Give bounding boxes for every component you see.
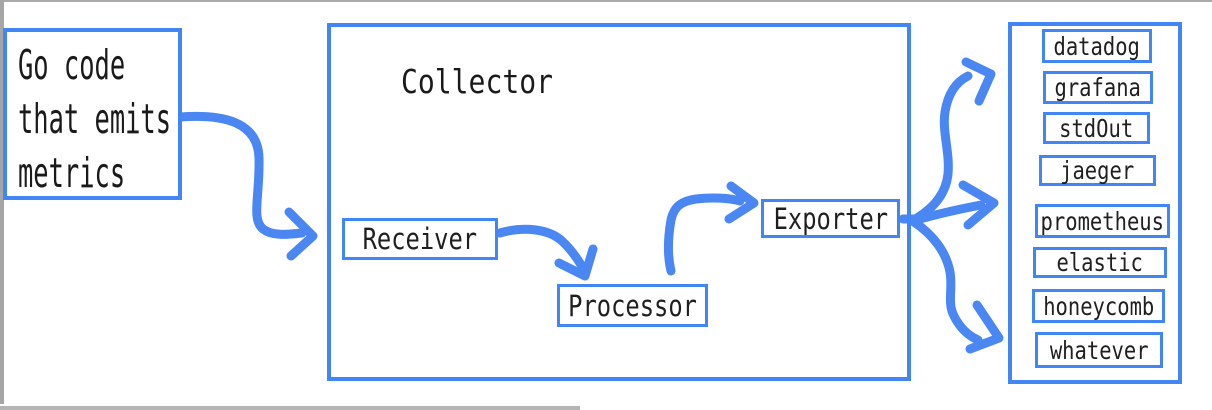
destination-label: stdOut bbox=[1059, 113, 1134, 143]
destination-elastic: elastic bbox=[1033, 247, 1167, 278]
receiver-label: Receiver bbox=[362, 222, 478, 256]
destination-prometheus: prometheus bbox=[1035, 204, 1170, 238]
arrow-exporter-to-middle-destinations-icon bbox=[908, 180, 999, 230]
destination-whatever: whatever bbox=[1035, 332, 1163, 368]
exporter-label: Exporter bbox=[773, 201, 888, 236]
window-edge-bottom bbox=[0, 406, 580, 410]
window-edge-top bbox=[0, 0, 1212, 2]
source-text-line-2: that emits bbox=[18, 95, 172, 143]
processor-box: Processor bbox=[557, 284, 708, 327]
destination-grafana: grafana bbox=[1043, 71, 1153, 104]
destination-label: jaeger bbox=[1060, 156, 1135, 185]
arrow-exporter-to-top-destinations-icon bbox=[912, 57, 996, 223]
collector-title: Collector bbox=[401, 64, 580, 100]
destination-honeycomb: honeycomb bbox=[1032, 289, 1165, 323]
collector-title-label: Collector bbox=[401, 62, 553, 101]
destination-label: honeycomb bbox=[1042, 291, 1155, 321]
arrow-exporter-to-bottom-destinations-icon bbox=[909, 217, 1004, 354]
destination-label: whatever bbox=[1049, 335, 1149, 365]
collector-box bbox=[327, 23, 911, 381]
arrow-source-to-collector-icon bbox=[175, 111, 318, 261]
destination-label: datadog bbox=[1053, 31, 1141, 61]
source-text-line-3: metrics bbox=[18, 149, 126, 197]
destination-label: elastic bbox=[1056, 248, 1144, 277]
destination-datadog: datadog bbox=[1042, 29, 1152, 63]
exporter-box: Exporter bbox=[761, 199, 900, 238]
destination-jaeger: jaeger bbox=[1039, 155, 1156, 186]
window-edge-left bbox=[0, 0, 4, 404]
source-box: Go code that emits metrics bbox=[3, 28, 182, 200]
destination-stdout: stdOut bbox=[1043, 112, 1150, 144]
destinations-box bbox=[1008, 22, 1182, 384]
destination-label: prometheus bbox=[1040, 206, 1165, 236]
destination-label: grafana bbox=[1054, 73, 1142, 102]
receiver-box: Receiver bbox=[342, 218, 498, 260]
processor-label: Processor bbox=[568, 288, 697, 323]
source-text-line-1: Go code bbox=[18, 41, 126, 89]
